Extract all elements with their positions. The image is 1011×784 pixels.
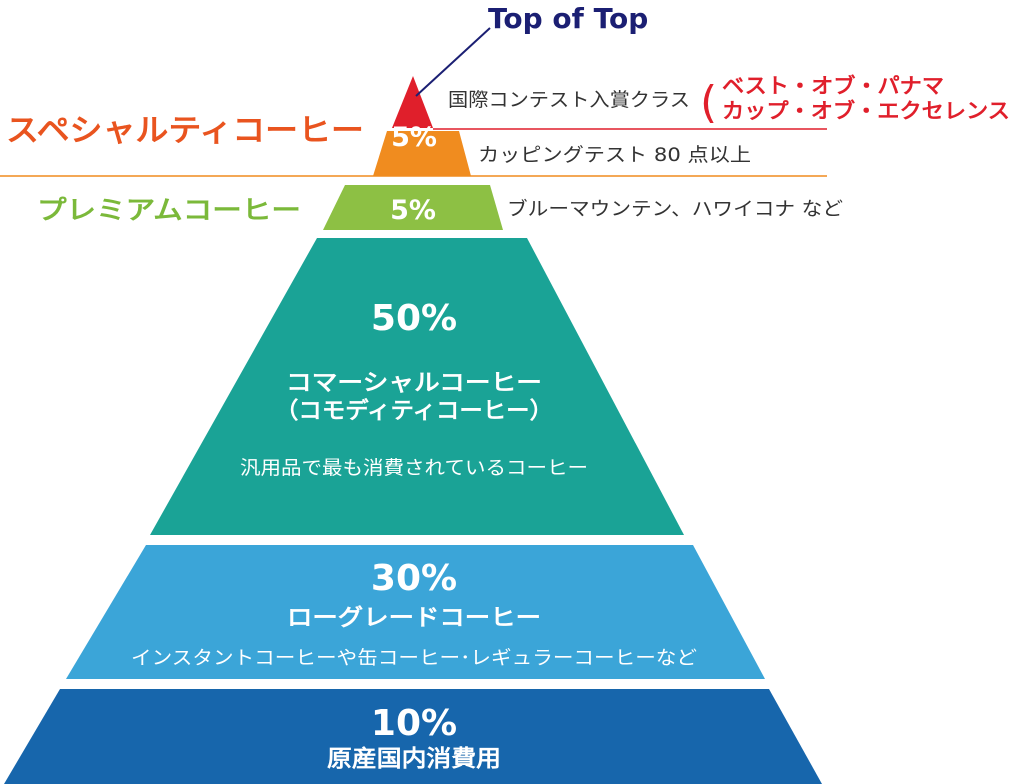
low-grade-percent: 30%: [371, 558, 457, 599]
commercial-title-line-1: コマーシャルコーヒー: [286, 370, 542, 396]
tier-commercial: [150, 238, 684, 535]
specialty-label: スペシャルティコーヒー: [6, 113, 364, 149]
top-of-top-pointer-line: [415, 27, 491, 97]
top-of-top-note: 国際コンテスト入賞クラス: [448, 89, 690, 111]
domestic-title: 原産国内消費用: [327, 745, 501, 772]
domestic-percent: 10%: [371, 703, 457, 744]
tier-specialty-80: [373, 131, 471, 176]
tier-low-grade: [66, 545, 765, 679]
tier-top-of-top: [392, 76, 433, 128]
premium-percent: 5%: [390, 195, 436, 226]
award-line-1: ベスト・オブ・パナマ: [722, 74, 944, 98]
tier-premium: [323, 185, 503, 230]
commercial-note: 汎用品で最も消費されているコーヒー: [240, 457, 588, 479]
award-bracket: (: [700, 77, 717, 128]
premium-label: プレミアムコーヒー: [37, 196, 301, 226]
premium-note: ブルーマウンテン、ハワイコナ など: [507, 197, 843, 220]
low-grade-title: ローグレードコーヒー: [287, 604, 541, 631]
specialty-80-note: カッピングテスト 80 点以上: [478, 144, 751, 166]
top-of-top-label: Top of Top: [488, 2, 648, 35]
award-line-2: カップ・オブ・エクセレンス: [722, 99, 1010, 123]
low-grade-note: インスタントコーヒーや缶コーヒー･レギュラーコーヒーなど: [131, 647, 697, 669]
tier-domestic: [4, 689, 822, 784]
commercial-percent: 50%: [371, 298, 457, 339]
commercial-title-line-2: （コモディティコーヒー）: [275, 397, 553, 424]
specialty-top-percent: 5%: [391, 122, 437, 153]
